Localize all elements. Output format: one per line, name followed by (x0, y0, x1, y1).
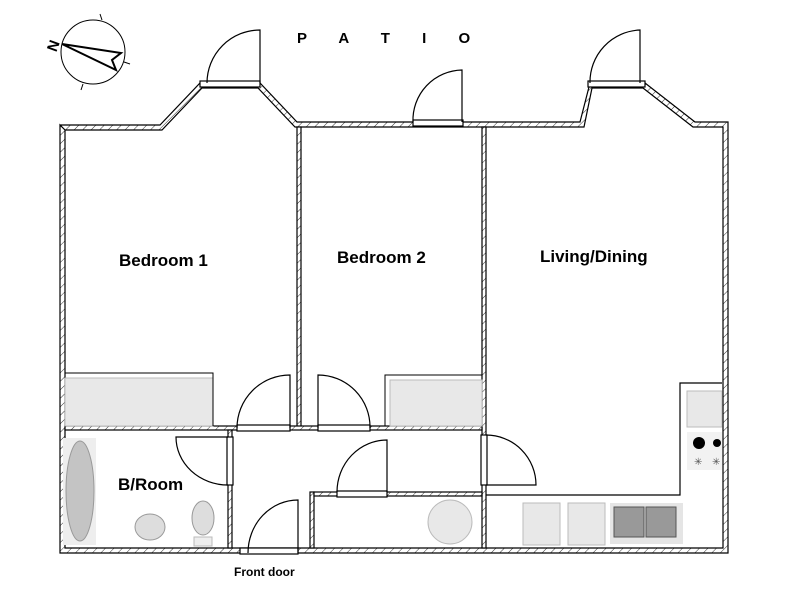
wardrobes (64, 372, 483, 427)
door-bathroom[interactable] (175, 436, 229, 486)
room-label-bedroom1: Bedroom 1 (119, 251, 208, 270)
door-bedroom1[interactable] (236, 374, 291, 429)
front-door-label: Front door (234, 565, 295, 579)
room-label-bedroom2: Bedroom 2 (337, 248, 426, 267)
svg-text:✳: ✳ (712, 457, 720, 468)
fixtures: ✳ ✳ (63, 390, 723, 547)
door-bedroom1-patio[interactable] (206, 29, 261, 84)
wardrobe-bedroom2 (389, 379, 483, 427)
svg-text:✳: ✳ (694, 457, 702, 468)
doors (175, 29, 641, 554)
bathroom-sink (134, 513, 166, 541)
door-living-patio[interactable] (589, 29, 641, 84)
kitchen-cabinet-1 (522, 502, 561, 546)
door-living-hall[interactable] (485, 434, 537, 486)
door-closet[interactable] (336, 439, 388, 493)
compass-north-letter: N (44, 38, 64, 54)
interior-walls (64, 126, 722, 549)
patio-label: P A T I O (297, 30, 484, 47)
wardrobe-bedroom1 (64, 377, 214, 427)
room-label-bathroom: B/Room (118, 475, 183, 494)
toilet (191, 500, 215, 536)
north-arrow-icon (61, 43, 124, 73)
door-bedroom2-patio[interactable] (412, 69, 463, 123)
door-front[interactable] (247, 499, 299, 554)
kitchen-cabinet-2 (567, 502, 606, 546)
compass: N (44, 13, 131, 91)
door-bedroom2[interactable] (317, 374, 371, 429)
outer-walls (59, 80, 729, 555)
room-label-living: Living/Dining (540, 247, 648, 266)
refrigerator (686, 390, 723, 428)
closet-fixture (427, 499, 473, 545)
stove (687, 432, 722, 470)
